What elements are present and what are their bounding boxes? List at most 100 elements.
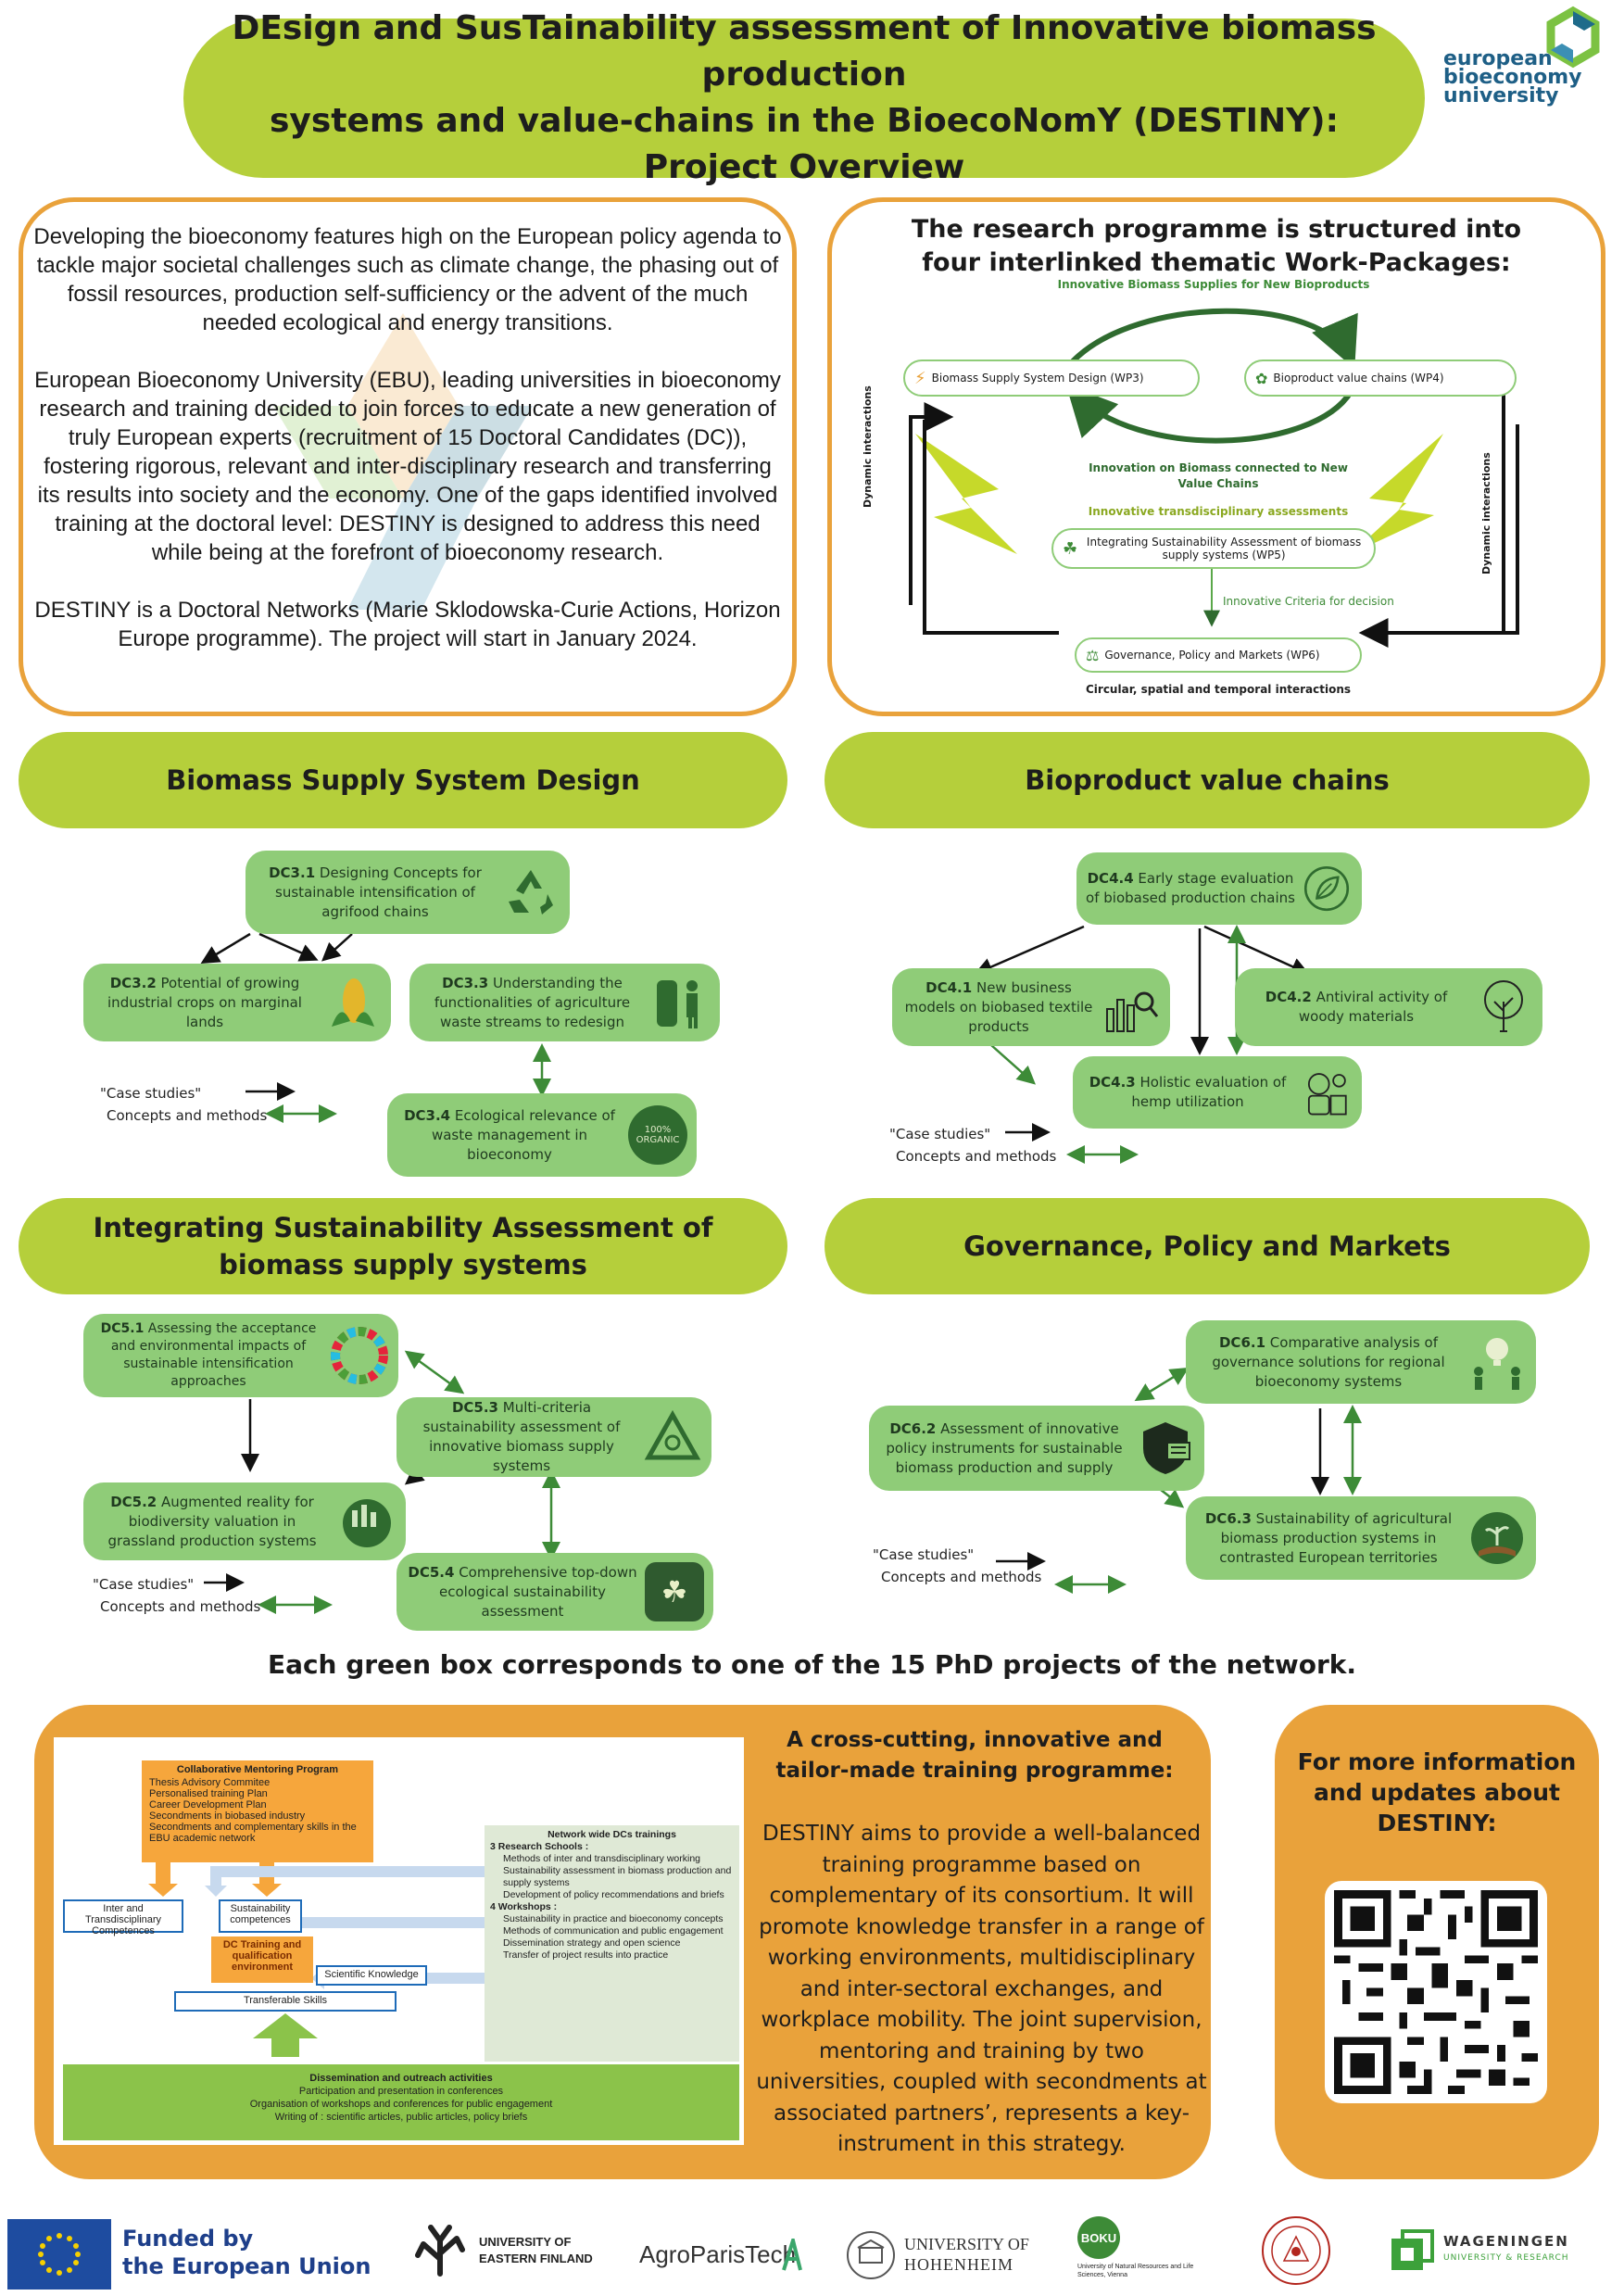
ebu-logo-text-3: university: [1443, 84, 1559, 107]
hohenheim-text-2: HOHENHEIM: [904, 2255, 1013, 2274]
dc4-2-text: Antiviral activity of woody materials: [1298, 989, 1448, 1025]
dc6-2-id: DC6.2: [889, 1419, 937, 1437]
title-banner: DEsign and SusTainability assessment of …: [183, 9, 1425, 186]
transferable-skills: Transferable Skills: [174, 1991, 397, 2012]
intro-box: Developing the bioeconomy features high …: [19, 197, 797, 716]
dc6-2-text: Assessment of innovative policy instrume…: [886, 1419, 1123, 1476]
dynamic-label-left: Dynamic interactions: [862, 385, 874, 508]
dc4-3-box: DC4.3 Holistic evaluation of hemp utiliz…: [1073, 1056, 1362, 1129]
policy-shield-icon: [1143, 1422, 1190, 1474]
dc6-3-id: DC6.3: [1204, 1509, 1252, 1527]
dc3-3-box: DC3.3 Understanding the functionalities …: [409, 964, 720, 1041]
wp3-arrows: [200, 932, 551, 1123]
cmp-item: Thesis Advisory Commitee: [149, 1777, 271, 1788]
research-top-label: Innovative Biomass Supplies for New Biop…: [1057, 278, 1370, 291]
scientific-knowledge: Scientific Knowledge: [316, 1965, 427, 1986]
wp6-label: Governance, Policy and Markets (WP6): [1104, 649, 1320, 662]
section-title-wp5-text: Integrating Sustainability Assessment of…: [93, 1212, 713, 1280]
wageningen-text-1: WAGENINGEN: [1443, 2233, 1569, 2250]
wp3-label: Biomass Supply System Design (WP3): [931, 372, 1144, 385]
title-line-2: systems and value-chains in the BioecoNo…: [269, 102, 1340, 140]
dc5-2-text: Augmented reality for biodiversity valua…: [107, 1493, 317, 1549]
dc3-1-box: DC3.1 Designing Concepts for sustainable…: [245, 851, 570, 934]
legend-case-studies: "Case studies": [93, 1576, 195, 1593]
bulb-icon: ⚡: [914, 368, 926, 388]
title-line-3: Project Overview: [643, 148, 965, 186]
ws-item: Dissemination strategy and open science: [503, 1937, 681, 1949]
dc3-2-text: Potential of growing industrial crops on…: [107, 974, 302, 1030]
plant-icon: ✿: [1255, 369, 1268, 387]
hohenheim-logo: UNIVERSITY OF HOHENHEIM: [845, 2224, 1049, 2289]
dc-training-env: DC Training and qualification environmen…: [211, 1936, 313, 1983]
organic-badge-icon: 100% ORGANIC: [628, 1105, 687, 1165]
training-diagram: Collaborative Mentoring Program Thesis A…: [54, 1737, 744, 2145]
funded-line-1: Funded by: [122, 2226, 254, 2252]
eu-flag: [7, 2219, 111, 2290]
wp5-tag: ☘ Integrating Sustainability Assessment …: [1051, 528, 1376, 569]
legend-case-studies: "Case studies": [100, 1085, 202, 1102]
diss-title: Dissemination and outreach activities: [309, 2073, 493, 2084]
cmp-title: Collaborative Mentoring Program: [176, 1764, 339, 1775]
dissemination-box: Dissemination and outreach activities Pa…: [63, 2064, 739, 2140]
legend-wp3: "Case studies" Concepts and methods: [93, 1082, 267, 1127]
dc6-3-box: DC6.3 Sustainability of agricultural bio…: [1186, 1496, 1536, 1580]
wageningen-logo: WAGENINGEN UNIVERSITY & RESEARCH: [1390, 2226, 1621, 2281]
dynamic-label-right: Dynamic interactions: [1480, 452, 1492, 574]
rs-title: 3 Research Schools :: [490, 1841, 589, 1852]
sust-competences: Sustainability competences: [219, 1899, 302, 1933]
evaluator-icon: [1307, 1073, 1347, 1116]
recycle-icon: [509, 870, 553, 915]
grassland-city-icon: [343, 1499, 391, 1547]
sprout-field-icon: [1471, 1512, 1523, 1564]
boku-badge: BOKU: [1077, 2216, 1120, 2259]
wp3-tag: ⚡ Biomass Supply System Design (WP3): [903, 360, 1200, 397]
leaf-circle-icon: [1303, 865, 1350, 912]
research-box: The research programme is structured int…: [827, 197, 1605, 716]
agroparistech-mark-icon: [782, 2239, 802, 2271]
training-heading: A cross-cutting, innovative and tailor-m…: [775, 1728, 1174, 1783]
dc3-1-text: Designing Concepts for sustainable inten…: [275, 864, 482, 920]
legend-case-studies: "Case studies": [873, 1546, 975, 1563]
dc5-2-id: DC5.2: [110, 1493, 157, 1510]
research-title: The research programme is structured int…: [911, 215, 1522, 277]
dc3-2-box: DC3.2 Potential of growing industrial cr…: [83, 964, 391, 1041]
agroparistech-text: AgroParisTech: [639, 2240, 797, 2268]
eu-stars-icon: [38, 2233, 81, 2276]
intro-paragraph-2: European Bioeconomy University (EBU), le…: [34, 368, 781, 565]
rs-item: Sustainability assessment in biomass pro…: [503, 1865, 732, 1888]
ebu-logo-text-2: bioeconomy: [1443, 66, 1582, 89]
legend-concepts: Concepts and methods: [896, 1148, 1057, 1165]
cmp-item: Secondments and complementary skills in …: [149, 1822, 357, 1844]
dc6-3-text: Sustainability of agricultural biomass p…: [1219, 1509, 1453, 1566]
title-line-1: DEsign and SusTainability assessment of …: [232, 9, 1377, 94]
legend-wp4: "Case studies" Concepts and methods: [885, 1123, 1056, 1167]
research-center-1: Innovation on Biomass connected to New V…: [1089, 461, 1348, 490]
section-title-wp3: Biomass Supply System Design: [19, 732, 787, 828]
dc4-1-id: DC4.1: [925, 978, 973, 996]
idea-people-icon: [1474, 1338, 1520, 1390]
ws-title: 4 Workshops :: [490, 1901, 558, 1912]
cmp-box: Collaborative Mentoring Program Thesis A…: [142, 1760, 373, 1862]
qr-code[interactable]: [1325, 1881, 1547, 2103]
rs-item: Development of policy recommendations an…: [503, 1889, 724, 1900]
dc4-2-box: DC4.2 Antiviral activity of woody materi…: [1235, 968, 1542, 1046]
wageningen-mark-icon: [1391, 2229, 1434, 2270]
chart-search-icon: [1106, 991, 1159, 1032]
legend-wp5: "Case studies" Concepts and methods: [90, 1573, 260, 1618]
dc3-1-id: DC3.1: [269, 864, 316, 881]
dc5-3-text: Multi-criteria sustainability assessment…: [422, 1399, 621, 1474]
diss-item: Writing of : scientific articles, public…: [274, 2112, 528, 2123]
ws-item: Transfer of project results into practic…: [503, 1949, 669, 1961]
dc3-4-id: DC3.4: [404, 1106, 451, 1124]
dc3-2-id: DC3.2: [109, 974, 157, 991]
recycle-triangle-icon: [644, 1409, 701, 1460]
wageningen-text-2: UNIVERSITY & RESEARCH: [1443, 2253, 1569, 2263]
nw-trainings-box: Network wide DCs trainings 3 Research Sc…: [485, 1825, 739, 2062]
hohenheim-text-1: UNIVERSITY OF: [904, 2235, 1029, 2253]
dc4-4-box: DC4.4 Early stage evaluation of biobased…: [1076, 852, 1362, 925]
research-criteria: Innovative Criteria for decision: [1223, 595, 1394, 608]
agroparistech-logo: AgroParisTech: [639, 2239, 806, 2277]
section-title-wp6: Governance, Policy and Markets: [825, 1198, 1590, 1294]
dc6-1-id: DC6.1: [1218, 1333, 1266, 1351]
dc4-4-text: Early stage evaluation of biobased produ…: [1086, 870, 1295, 906]
